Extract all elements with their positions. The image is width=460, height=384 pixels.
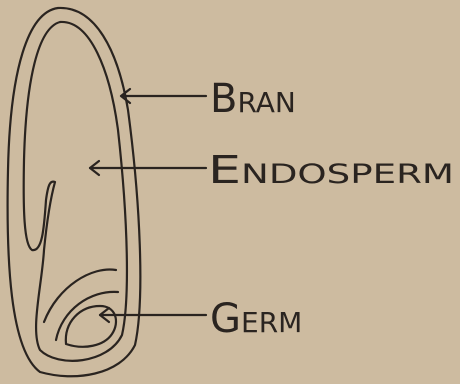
kernel-outer-outline — [8, 8, 141, 376]
germ-label: Germ — [210, 296, 302, 342]
germ-inner-shape — [66, 306, 116, 347]
bran-label: Bran — [210, 76, 296, 122]
endosperm-label: Endosperm — [208, 148, 454, 192]
